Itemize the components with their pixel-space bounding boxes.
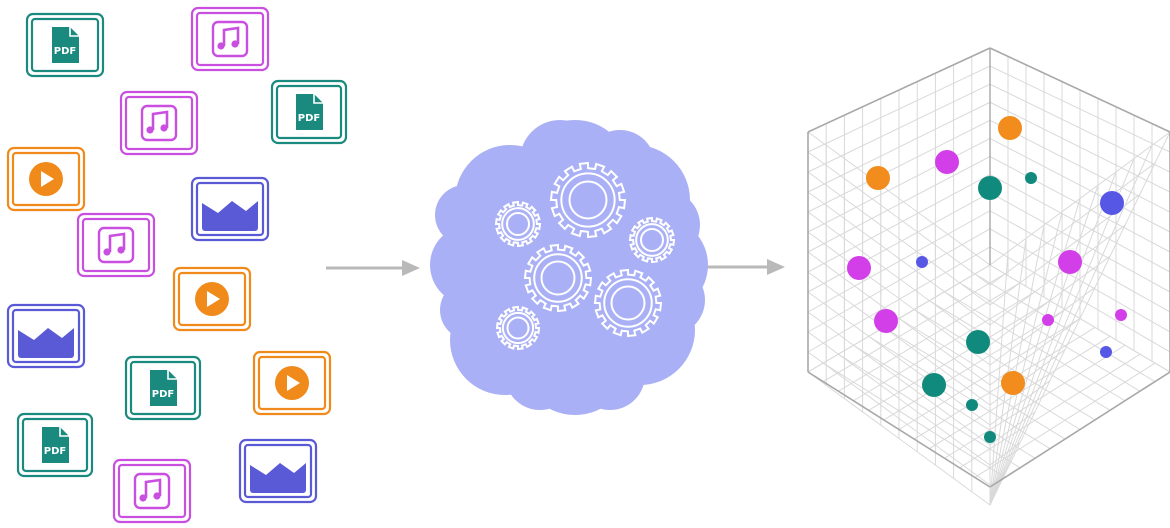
play-video-icon <box>29 162 63 196</box>
gear-icon <box>628 216 676 264</box>
gear-icon <box>495 305 541 351</box>
pdf-file-icon: PDF <box>296 94 323 130</box>
gear-icon <box>494 200 542 248</box>
vector-point <box>847 256 871 280</box>
image-landscape-icon <box>250 449 306 493</box>
music-file-tile <box>112 458 192 524</box>
vector-point <box>1100 191 1124 215</box>
vector-point <box>874 309 898 333</box>
vector-point <box>935 150 959 174</box>
vector-point <box>1115 309 1127 321</box>
arrows-group <box>326 259 785 276</box>
pdf-label: PDF <box>44 446 66 457</box>
pdf-label: PDF <box>298 113 320 124</box>
vector-point <box>984 431 996 443</box>
music-note-icon <box>211 20 249 58</box>
vector-point <box>916 256 928 268</box>
pdf-file-icon: PDF <box>52 27 79 63</box>
processing-cloud <box>430 120 708 415</box>
pdf-file-icon: PDF <box>42 427 69 463</box>
pdf-file-tile: PDF <box>16 412 94 478</box>
music-note-icon <box>133 472 171 510</box>
vector-point <box>1058 250 1082 274</box>
gear-icon <box>549 161 627 239</box>
vector-point <box>922 373 946 397</box>
play-video-icon <box>195 282 229 316</box>
pdf-file-tile: PDF <box>124 355 202 421</box>
vector-point <box>1001 371 1025 395</box>
music-note-icon <box>140 104 178 142</box>
music-note-icon <box>97 226 135 264</box>
pdf-label: PDF <box>152 389 174 400</box>
vector-point <box>978 176 1002 200</box>
gear-icon <box>523 243 593 313</box>
image-landscape-icon <box>18 314 74 358</box>
arrow-right-icon <box>706 259 785 275</box>
image-file-tile <box>190 176 270 242</box>
pdf-file-tile: PDF <box>270 79 348 145</box>
arrow-right-icon <box>326 260 420 276</box>
vector-point <box>966 330 990 354</box>
music-file-tile <box>76 212 156 278</box>
music-file-tile <box>119 90 199 156</box>
music-file-tile <box>190 6 270 72</box>
vector-point <box>1025 172 1037 184</box>
image-file-tile <box>238 438 318 504</box>
vector-point <box>966 399 978 411</box>
video-file-tile <box>172 266 252 332</box>
vector-space-cube <box>807 47 1170 506</box>
video-file-tile <box>252 350 332 416</box>
gear-icon <box>593 268 663 338</box>
vector-point <box>1042 314 1054 326</box>
pdf-label: PDF <box>54 46 76 57</box>
vector-point <box>998 116 1022 140</box>
vector-point <box>866 166 890 190</box>
pdf-file-tile: PDF <box>25 12 105 78</box>
pdf-file-icon: PDF <box>150 370 177 406</box>
input-files-group: PDF PDF PDF PDF <box>6 6 348 524</box>
image-file-tile <box>6 303 86 369</box>
play-video-icon <box>275 366 309 400</box>
vector-point <box>1100 346 1112 358</box>
image-landscape-icon <box>202 187 258 231</box>
video-file-tile <box>6 146 86 212</box>
